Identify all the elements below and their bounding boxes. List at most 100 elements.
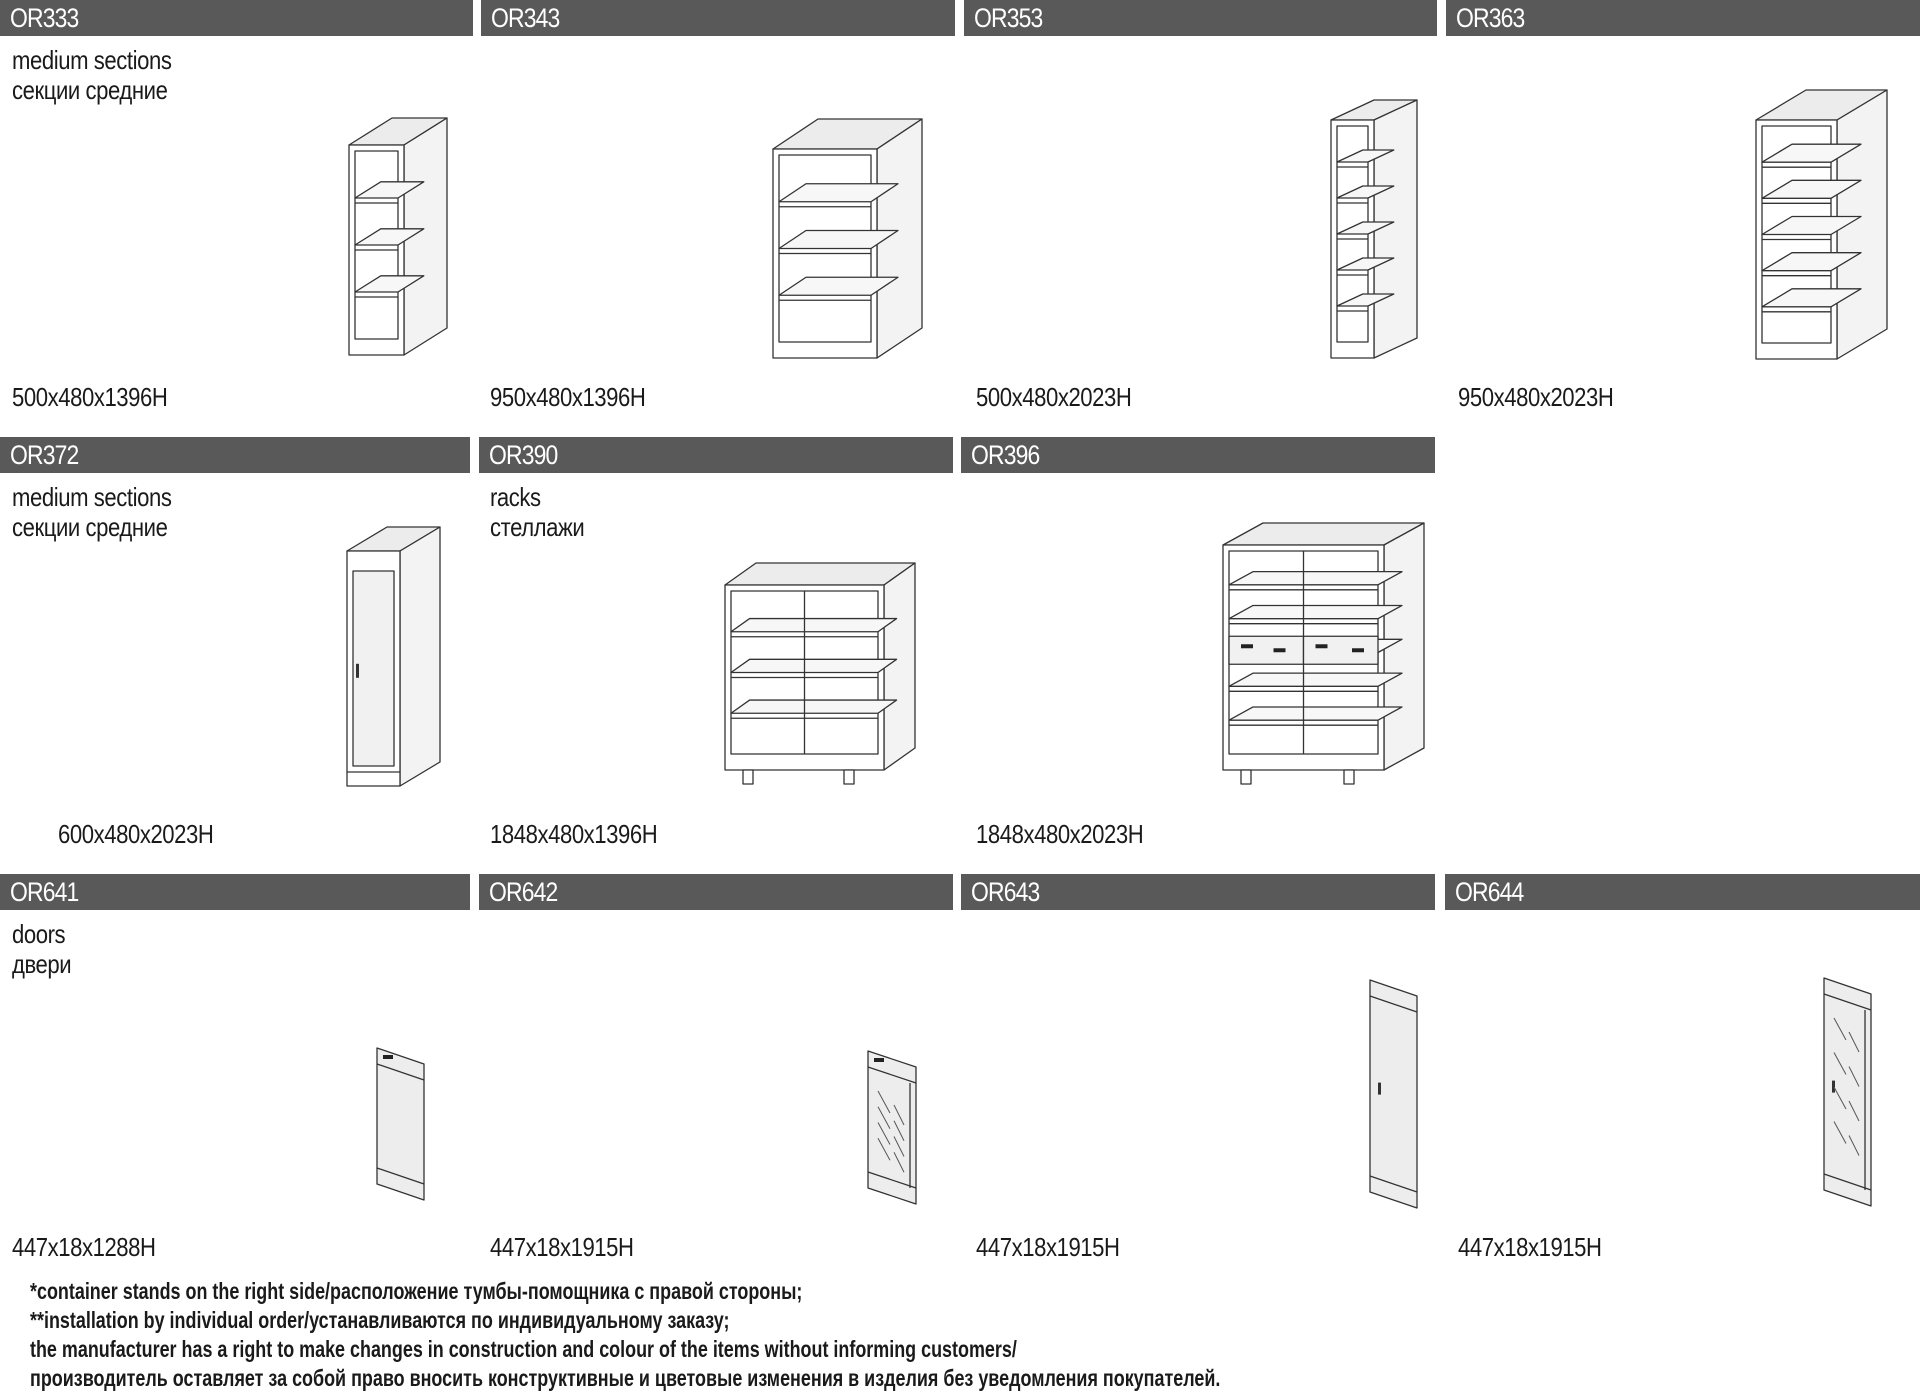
product-code: OR343 [491, 3, 560, 33]
dimensions-label: 447x18x1288H [12, 1232, 181, 1262]
dimensions-text: 600x480x2023H [58, 819, 214, 849]
dimensions-text: 447x18x1915H [976, 1232, 1120, 1262]
door-handle-icon [383, 1055, 393, 1059]
product-code-header: OR641 [0, 874, 470, 910]
door-panel [867, 1050, 917, 1205]
product-code-header: OR372 [0, 437, 470, 473]
product-code: OR333 [10, 3, 79, 33]
door-top-rail [376, 1063, 425, 1081]
glass-reflection-icon [1848, 1031, 1860, 1053]
glass-reflection-icon [1848, 1066, 1860, 1087]
shelf [1228, 604, 1403, 620]
glass-reflection-icon [893, 1104, 905, 1126]
drawer-handle-icon [1315, 644, 1328, 649]
footer-note-text: производитель оставляет за собой право в… [30, 1365, 1221, 1391]
glass-reflection-icon [877, 1122, 891, 1145]
product-code: OR642 [489, 877, 558, 907]
leg [843, 769, 855, 785]
door-top-rail [1369, 995, 1418, 1013]
shelf [1336, 149, 1395, 163]
product-code: OR641 [10, 877, 79, 907]
dimensions-label: 600x480x2023H [58, 819, 241, 849]
category-text: medium sections [12, 45, 172, 75]
glass-reflection-icon [877, 1138, 891, 1161]
cabinet-door [352, 570, 395, 767]
footer-note-text: the manufacturer has a right to make cha… [30, 1336, 1017, 1362]
shelf [778, 276, 899, 296]
dimensions-label: 950x480x2023H [1458, 382, 1641, 412]
shelf [1336, 257, 1395, 271]
product-code-header: OR396 [961, 437, 1435, 473]
dimensions-text: 1848x480x2023H [976, 819, 1144, 849]
glass-reflection-icon [1848, 1100, 1860, 1122]
door-top-rail [1823, 993, 1872, 1011]
drawer [1228, 635, 1305, 665]
category-text: medium sections [12, 482, 172, 512]
door-handle-icon [1832, 1080, 1835, 1093]
product-code-header: OR353 [964, 0, 1437, 36]
shelf [1336, 293, 1395, 307]
category-label: секции средние [12, 75, 195, 105]
cabinet-side [883, 562, 916, 771]
door-handle-icon [1378, 1082, 1381, 1095]
shelf [354, 181, 425, 199]
shelf [730, 658, 898, 674]
category-label: двери [12, 949, 82, 979]
footer-note: the manufacturer has a right to make cha… [30, 1335, 1295, 1364]
shelf [1336, 221, 1395, 235]
category-label: секции средние [12, 512, 195, 542]
dimensions-text: 447x18x1288H [12, 1232, 156, 1262]
dimensions-label: 447x18x1915H [1458, 1232, 1627, 1262]
glass-reflection-icon [1833, 1052, 1847, 1075]
glass-reflection-icon [1833, 1017, 1847, 1041]
dimensions-text: 447x18x1915H [1458, 1232, 1602, 1262]
drawer-handle-icon [1352, 648, 1364, 653]
category-label: doors [12, 919, 75, 949]
dimensions-label: 1848x480x1396H [490, 819, 687, 849]
drawer-handle-icon [1241, 644, 1253, 649]
category-text: стеллажи [490, 512, 585, 542]
product-code-header: OR363 [1446, 0, 1920, 36]
door-bottom-rail [867, 1171, 917, 1189]
dimensions-text: 500x480x1396H [12, 382, 168, 412]
product-code: OR363 [1456, 3, 1525, 33]
product-code-header: OR333 [0, 0, 473, 36]
glass-reflection-icon [893, 1152, 905, 1173]
glass-reflection-icon [1833, 1121, 1847, 1144]
category-text: секции средние [12, 75, 168, 105]
leg [742, 769, 754, 785]
glass-reflection-icon [893, 1120, 905, 1141]
glass-reflection-icon [877, 1106, 891, 1129]
category-text: двери [12, 949, 72, 979]
dimensions-text: 950x480x2023H [1458, 382, 1614, 412]
category-text: doors [12, 919, 66, 949]
dimensions-text: 1848x480x1396H [490, 819, 658, 849]
product-code-header: OR644 [1445, 874, 1920, 910]
shelf [1336, 185, 1395, 199]
product-code: OR390 [489, 440, 558, 470]
leg [1240, 769, 1252, 785]
drawer-handle-icon [1273, 648, 1286, 653]
footer-note: **installation by individual order/устан… [30, 1306, 927, 1335]
door-bottom-rail [376, 1167, 425, 1185]
footer-note-text: *container stands on the right side/расп… [30, 1278, 803, 1304]
door-panel [376, 1047, 425, 1201]
product-code-header: OR642 [479, 874, 953, 910]
dimensions-label: 447x18x1915H [490, 1232, 659, 1262]
category-label: medium sections [12, 482, 200, 512]
product-code: OR396 [971, 440, 1040, 470]
dimensions-label: 500x480x2023H [976, 382, 1159, 412]
glass-reflection-icon [877, 1090, 891, 1114]
product-code-header: OR390 [479, 437, 953, 473]
dimensions-label: 447x18x1915H [976, 1232, 1145, 1262]
door-panel [1823, 977, 1872, 1207]
glass-reflection-icon [1833, 1086, 1847, 1110]
category-label: racks [490, 482, 550, 512]
footer-note: *container stands on the right side/расп… [30, 1277, 1020, 1306]
door-bottom-rail [1369, 1175, 1418, 1193]
dimensions-label: 950x480x1396H [490, 382, 673, 412]
category-label: стеллажи [490, 512, 601, 542]
door-handle-icon [874, 1058, 884, 1062]
shelf [1761, 252, 1862, 272]
